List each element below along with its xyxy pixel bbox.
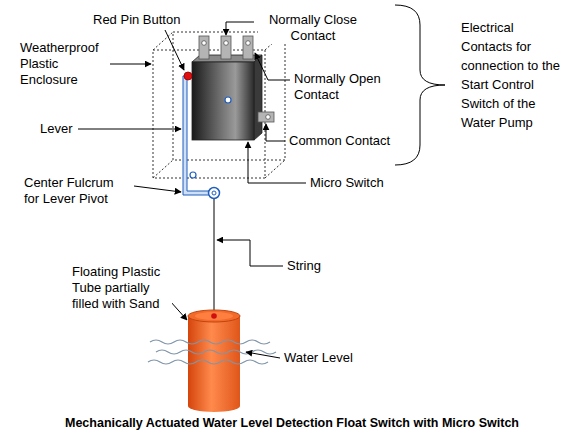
callout-label: Electrical Contacts for connection to th… xyxy=(461,18,561,132)
label-holder: Weatherproof Plastic Enclosure xyxy=(20,40,110,88)
callout-label: Weatherproof Plastic Enclosure xyxy=(20,40,110,88)
float-tube xyxy=(188,310,240,412)
caption-holder: Mechanically Actuated Water Level Detect… xyxy=(0,413,584,431)
label-holder: Normally Open Contact xyxy=(294,71,394,103)
callout-label: Common Contact xyxy=(289,133,390,149)
callout-label: Red Pin Button xyxy=(93,12,180,28)
label-holder: Normally Close Contact xyxy=(258,12,368,44)
micro-switch xyxy=(192,55,262,140)
label-holder: Common Contact xyxy=(289,133,390,149)
callout-label: Normally Open Contact xyxy=(294,71,394,103)
curly-brace xyxy=(395,5,445,165)
label-holder: Center Fulcrum for Lever Pivot xyxy=(24,175,129,207)
callout-label: Normally Close Contact xyxy=(258,12,368,44)
contact-terminal xyxy=(199,36,274,122)
callout-label: Lever xyxy=(40,121,73,137)
enclosure-outline xyxy=(153,32,285,178)
label-holder: Red Pin Button xyxy=(93,12,180,28)
label-holder: Floating Plastic Tube partially filled w… xyxy=(72,264,172,312)
callout-label: Micro Switch xyxy=(310,175,384,191)
label-holder: Lever xyxy=(40,121,73,137)
callout-label: Water Level xyxy=(284,350,353,366)
callout-label: Floating Plastic Tube partially filled w… xyxy=(72,264,172,312)
label-holder: Water Level xyxy=(284,350,353,366)
callout-label: String xyxy=(287,258,321,274)
label-holder: Electrical Contacts for connection to th… xyxy=(461,18,561,132)
water-waves xyxy=(148,340,276,364)
label-holder: Micro Switch xyxy=(310,175,384,191)
string xyxy=(214,199,215,314)
label-holder: String xyxy=(287,258,321,274)
callout-label: Center Fulcrum for Lever Pivot xyxy=(24,175,129,207)
figure-caption: Mechanically Actuated Water Level Detect… xyxy=(65,416,519,430)
red-pin-button xyxy=(184,72,192,80)
lever xyxy=(183,76,231,199)
